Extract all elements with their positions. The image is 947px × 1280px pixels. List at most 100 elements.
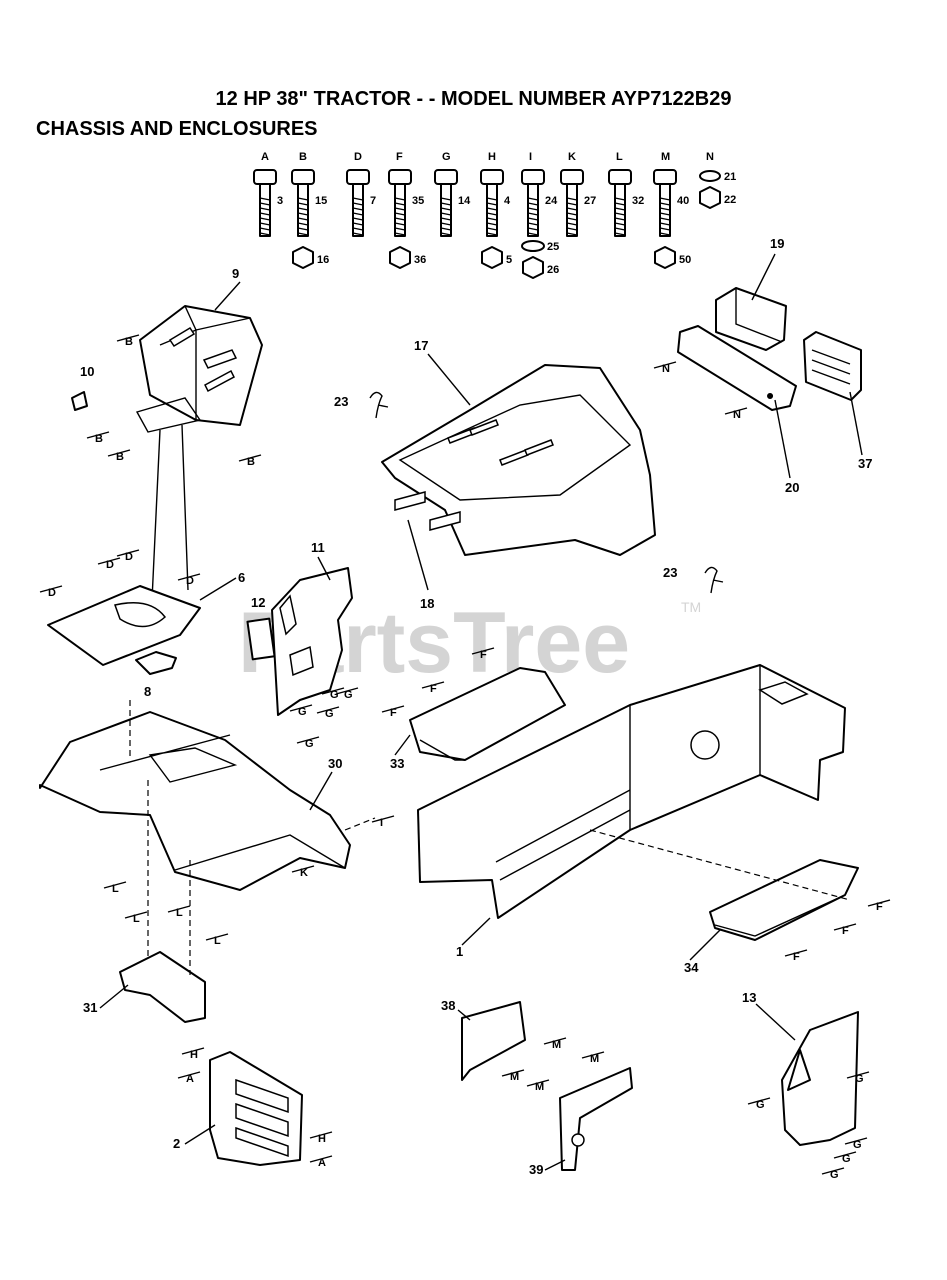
part-33-footrest-left[interactable]: [409, 667, 566, 761]
callout-38: 38: [441, 998, 455, 1013]
hardware-part-number: 40: [677, 195, 689, 207]
letter-leader: [86, 431, 110, 439]
part-11-side-panel[interactable]: [271, 567, 353, 716]
callout-leader: [457, 1009, 471, 1021]
hardware-ref-F: F: [842, 925, 849, 937]
hardware-ref-N: N: [733, 409, 741, 421]
callout-13: 13: [742, 990, 756, 1005]
hardware-ref-M: M: [535, 1081, 544, 1093]
letter-leader: [784, 949, 808, 957]
part-34-footrest-right[interactable]: [709, 859, 859, 941]
letter-leader: [116, 549, 140, 557]
hardware-A[interactable]: A3: [253, 151, 283, 237]
callout-leader: [774, 399, 791, 479]
hardware-nut-number: 50: [679, 254, 691, 266]
letter-leader: [724, 407, 748, 415]
letter-leader: [543, 1037, 567, 1045]
hardware-nut-number: 5: [506, 254, 512, 266]
hardware-K[interactable]: K27: [560, 151, 596, 237]
nut: [389, 246, 411, 269]
hardware-ref-G: G: [344, 689, 353, 701]
hardware-part-number: 14: [458, 195, 471, 207]
part-39-bracket[interactable]: [559, 1067, 633, 1171]
part-38-bracket[interactable]: [461, 1001, 526, 1081]
hardware-ref-G: G: [325, 708, 334, 720]
part-23-hood-pin-lower[interactable]: [704, 566, 724, 594]
hardware-row: A3B1516D7F3536G14H45I242526K27L32M4050N2…: [253, 151, 736, 279]
hardware-letter: H: [488, 151, 496, 163]
diagram-subtitle: CHASSIS AND ENCLOSURES: [36, 118, 318, 140]
hardware-ref-B: B: [125, 336, 133, 348]
part-30-fender[interactable]: [39, 711, 351, 891]
callout-33: 33: [390, 756, 404, 771]
letter-leader: [97, 557, 121, 565]
hardware-ref-B: B: [116, 451, 124, 463]
callout-10: 10: [80, 364, 94, 379]
hardware-part-number: 32: [632, 195, 644, 207]
letter-leader: [833, 923, 857, 931]
hardware-L[interactable]: L32: [608, 151, 644, 237]
part-17-hood[interactable]: [381, 364, 656, 556]
part-19-grille-insert[interactable]: [715, 287, 787, 351]
letter-leader: [107, 449, 131, 457]
callout-leader: [461, 917, 491, 946]
part-10-clip[interactable]: [71, 391, 88, 411]
hardware-ref-M: M: [552, 1039, 561, 1051]
bolt-head: [521, 169, 545, 185]
hardware-ref-A: A: [318, 1157, 326, 1169]
callout-leader: [427, 353, 471, 406]
nut: [481, 246, 503, 269]
hardware-nut-number: 22: [724, 194, 736, 206]
letter-leader: [103, 881, 127, 889]
letter-leader: [321, 687, 345, 695]
letter-leader: [747, 1097, 771, 1105]
letter-leader: [381, 705, 405, 713]
part-31-lower-bracket[interactable]: [119, 951, 206, 1023]
callout-leader: [849, 391, 863, 456]
part-6-steering-plate[interactable]: [47, 585, 201, 666]
hardware-part-number: 4: [504, 195, 511, 207]
hardware-ref-I: I: [380, 817, 383, 829]
callout-leader: [214, 281, 241, 311]
hardware-letter: D: [354, 151, 362, 163]
hardware-G[interactable]: G14: [434, 151, 471, 237]
part-23-hood-pin-upper[interactable]: [369, 391, 389, 419]
hardware-D[interactable]: D7: [346, 151, 376, 237]
callout-37: 37: [858, 456, 872, 471]
letter-leader: [421, 681, 445, 689]
letter-leader: [309, 1131, 333, 1139]
hardware-ref-N: N: [662, 363, 670, 375]
hardware-ref-G: G: [842, 1153, 851, 1165]
hardware-ref-G: G: [298, 706, 307, 718]
letter-leader: [39, 585, 63, 593]
hardware-ref-L: L: [176, 907, 183, 919]
callout-12: 12: [251, 595, 265, 610]
part-2-side-panel[interactable]: [209, 1051, 303, 1166]
callout-leader: [99, 984, 129, 1009]
nut: [699, 186, 721, 209]
part-8-bracket[interactable]: [135, 651, 177, 675]
letter-leader: [291, 865, 315, 873]
part-37-grille[interactable]: [803, 331, 862, 401]
nut: [522, 256, 544, 279]
part-12-decal[interactable]: [246, 617, 276, 661]
hardware-part-number: 3: [277, 195, 283, 207]
hardware-ref-M: M: [590, 1053, 599, 1065]
callout-8: 8: [144, 684, 151, 699]
part-13-right-panel[interactable]: [781, 1011, 859, 1146]
part-1-chassis-frame[interactable]: [417, 664, 846, 919]
hardware-part-number: 24: [545, 195, 558, 207]
hardware-ref-D: D: [48, 587, 56, 599]
part-9-dash-console[interactable]: [135, 305, 263, 601]
hardware-H[interactable]: H 4 5: [480, 151, 512, 269]
part-20-hood-bracket[interactable]: [677, 325, 797, 411]
callout-leader: [407, 519, 429, 591]
hardware-washer-number: 21: [724, 171, 736, 183]
